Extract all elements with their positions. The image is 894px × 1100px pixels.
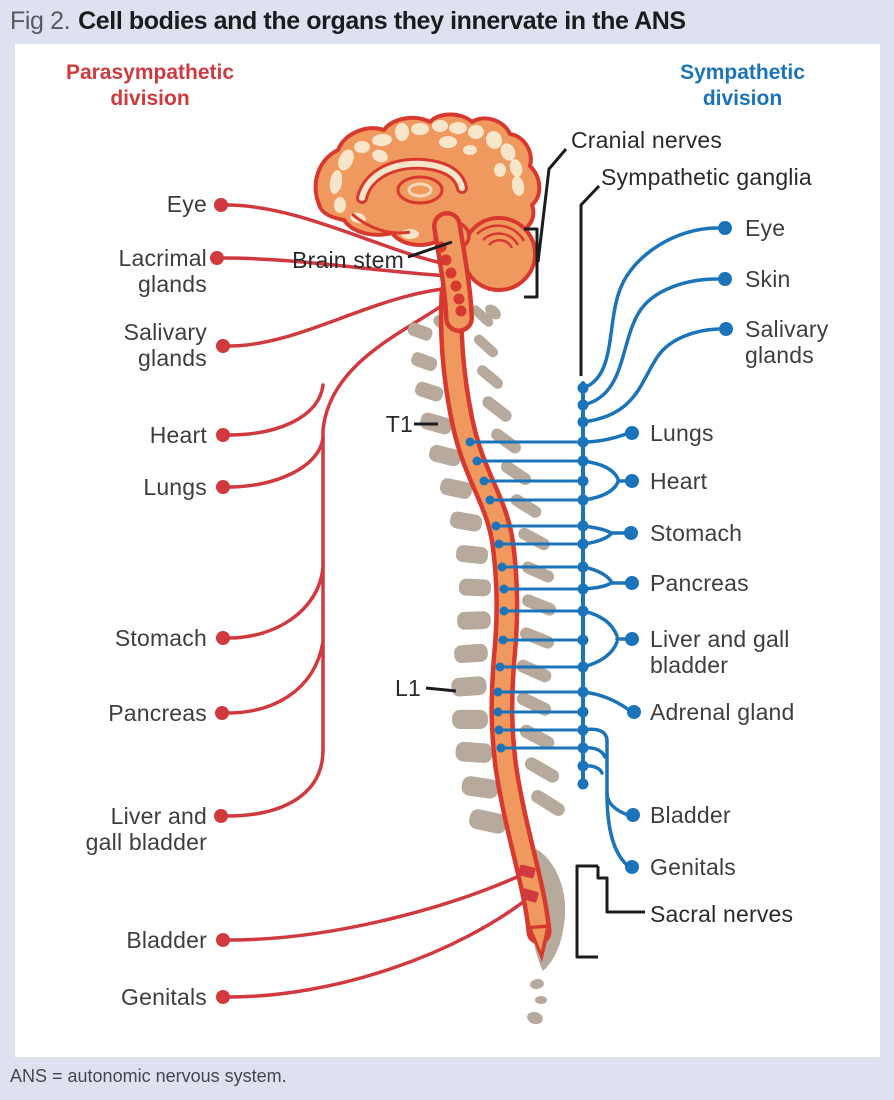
label-l1: L1 — [395, 675, 421, 701]
figure-title: Fig 2.Cell bodies and the organs they in… — [10, 7, 686, 36]
label-parasympathetic-eye: Eye — [166, 191, 207, 217]
footnote: ANS = autonomic nervous system. — [10, 1066, 287, 1086]
label-parasympathetic-salivary-glands: Salivary glands — [123, 319, 207, 371]
label-sympathetic-salivary-glands: Salivary glands — [745, 316, 829, 368]
label-parasympathetic-genitals: Genitals — [121, 984, 207, 1010]
label-parasympathetic-pancreas: Pancreas — [108, 700, 207, 726]
label-parasympathetic-heart: Heart — [149, 422, 207, 448]
label-sympathetic-heart: Heart — [650, 468, 708, 494]
label-parasympathetic-liver-gall-bladder: Liver and gall bladder — [85, 803, 207, 855]
label-parasympathetic-lungs: Lungs — [143, 474, 207, 500]
sympathetic-division-header: Sympathetic division — [680, 61, 805, 110]
label-brain-stem: Brain stem — [292, 247, 404, 273]
label-sympathetic-ganglia: Sympathetic ganglia — [601, 164, 812, 190]
label-parasympathetic-bladder: Bladder — [126, 927, 207, 953]
parasympathetic-division-header: Parasympathetic division — [65, 61, 235, 110]
figure-number: Fig 2. — [10, 7, 71, 35]
figure-title-text: Cell bodies and the organs they innervat… — [78, 7, 686, 35]
label-sympathetic-genitals: Genitals — [650, 854, 736, 880]
label-parasympathetic-lacrimal-glands: Lacrimal glands — [118, 245, 207, 297]
label-sympathetic-lungs: Lungs — [650, 420, 714, 446]
label-sympathetic-bladder: Bladder — [650, 802, 731, 828]
label-sympathetic-eye: Eye — [745, 215, 786, 241]
label-sympathetic-adrenal-gland: Adrenal gland — [650, 699, 795, 725]
label-sympathetic-pancreas: Pancreas — [650, 570, 749, 596]
label-sympathetic-stomach: Stomach — [650, 520, 743, 546]
label-t1: T1 — [385, 411, 413, 437]
label-sympathetic-skin: Skin — [745, 266, 791, 292]
label-parasympathetic-stomach: Stomach — [114, 625, 207, 651]
label-sacral-nerves: Sacral nerves — [650, 901, 794, 927]
label-sympathetic-liver-gall-bladder: Liver and gall bladder — [650, 626, 790, 678]
label-cranial-nerves: Cranial nerves — [571, 127, 723, 153]
